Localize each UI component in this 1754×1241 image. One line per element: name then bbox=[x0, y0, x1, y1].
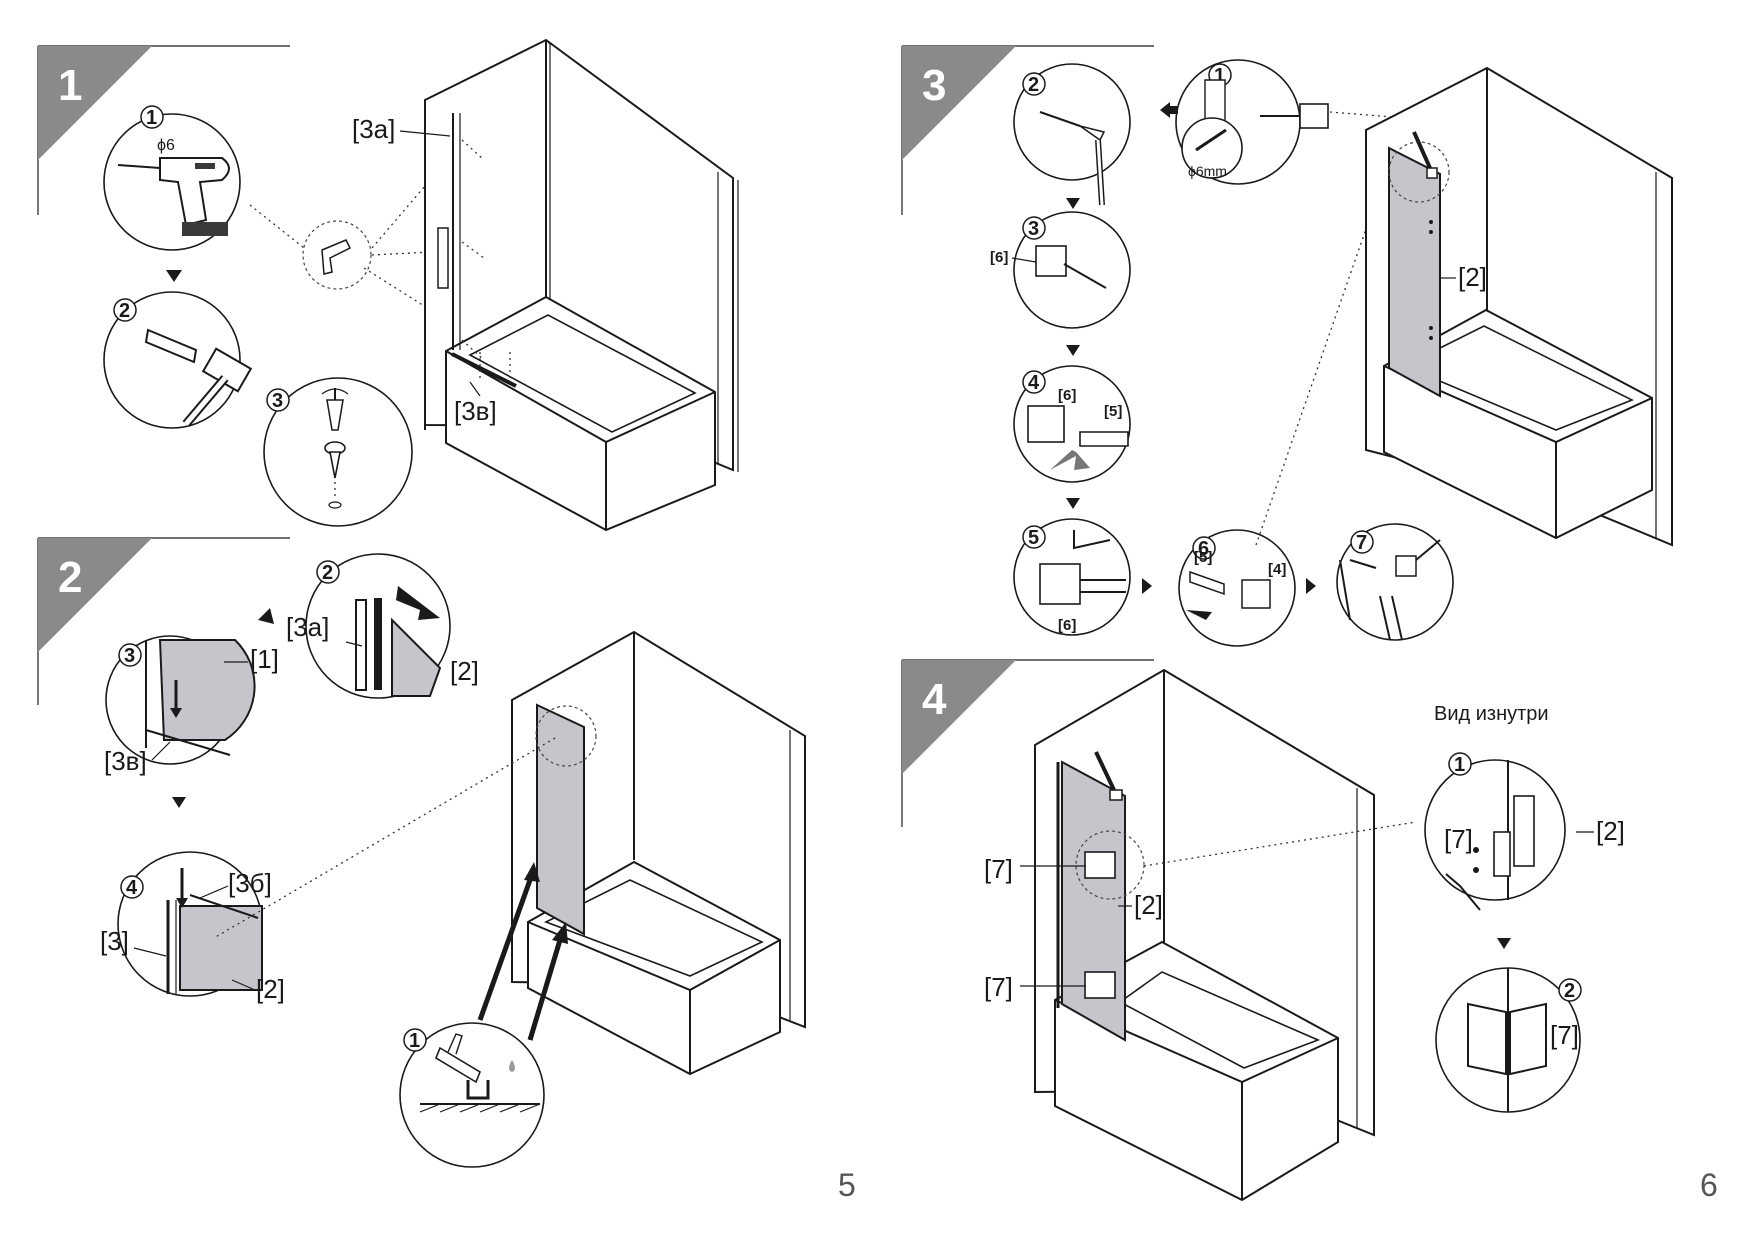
label-3a-step2: [3a] bbox=[286, 612, 329, 642]
substep-3-number-b: 3 bbox=[124, 645, 135, 667]
step-2-badge bbox=[38, 538, 152, 652]
substep-3-number: 3 bbox=[272, 390, 283, 412]
substep-5-number: 5 bbox=[1028, 527, 1039, 549]
label-2-step4: [2] bbox=[1134, 890, 1163, 920]
label-1-step2: [1] bbox=[250, 644, 279, 674]
hinge-lower bbox=[1084, 971, 1116, 999]
label-3a-step1: [3a] bbox=[352, 114, 395, 144]
arrow-down-icon-2 bbox=[172, 797, 186, 808]
label-6-step3c: [6] bbox=[1058, 617, 1076, 634]
substep-1-number-d: 1 bbox=[1454, 754, 1465, 776]
label-2-inside: [2] bbox=[1596, 816, 1625, 846]
label-3-step2: [3] bbox=[100, 926, 129, 956]
hinge-upper bbox=[1084, 851, 1116, 879]
bathroom-scene-1 bbox=[424, 38, 739, 532]
silicone-gun-icon bbox=[435, 1033, 481, 1084]
page-number-left: 5 bbox=[838, 1167, 856, 1203]
step-3-badge bbox=[902, 46, 1016, 160]
step-4-number: 4 bbox=[922, 675, 947, 724]
step-2-panel: 2 2 [3a] [2] 3 [1] [3в] 4 bbox=[37, 537, 856, 1203]
glass-panel-2 bbox=[536, 703, 585, 936]
substep-4-number-c: 4 bbox=[1028, 372, 1040, 394]
label-4-step3: [4] bbox=[1268, 561, 1286, 578]
holder-screw-circle bbox=[1013, 211, 1131, 329]
hammer-icon-2 bbox=[1079, 125, 1106, 142]
bathroom-scene-3 bbox=[1365, 66, 1673, 547]
glass-panel-4 bbox=[1061, 760, 1126, 1042]
page-number-right: 6 bbox=[1700, 1167, 1718, 1203]
step-4-panel: 4 [7] [7] [2] Вид изнутри bbox=[901, 659, 1718, 1203]
substep-2-number: 2 bbox=[119, 300, 130, 322]
label-3v-step1: [3в] bbox=[454, 396, 497, 426]
substep-6-number: 6 bbox=[1198, 538, 1209, 560]
inside-view-caption: Вид изнутри bbox=[1434, 703, 1549, 725]
glass-panel-3 bbox=[1388, 146, 1441, 398]
step-3-number: 3 bbox=[922, 61, 946, 110]
step-3-panel: 3 1 ϕ6mm 2 3 [6] 4 bbox=[901, 45, 1673, 647]
bathroom-scene-2 bbox=[511, 630, 806, 1076]
label-3b-step2: [3б] bbox=[228, 868, 272, 898]
small-drill-icon bbox=[321, 239, 352, 275]
hex-key-icon bbox=[1073, 530, 1111, 550]
label-7-step4-top: [7] bbox=[984, 854, 1013, 884]
screwdriver-icon bbox=[321, 388, 349, 431]
arrow-left-icon bbox=[1160, 102, 1170, 118]
substep-1-number-c: 1 bbox=[1214, 65, 1225, 87]
substep-3-number-c: 3 bbox=[1028, 218, 1039, 240]
substep-1-number: 1 bbox=[146, 107, 157, 129]
water-drop-icon bbox=[509, 1060, 515, 1072]
arrow-insert-icon bbox=[386, 586, 440, 620]
arrow-down-icon bbox=[166, 270, 182, 282]
drill-icon bbox=[117, 157, 230, 236]
label-6-step3b: [6] bbox=[1058, 387, 1076, 404]
label-5-step3b: [5] bbox=[1194, 549, 1212, 566]
substep-7-number: 7 bbox=[1356, 532, 1367, 554]
substep-2-number-b: 2 bbox=[322, 562, 333, 584]
screw-icon bbox=[324, 441, 346, 509]
label-6-step3a: [6] bbox=[990, 249, 1008, 266]
drill-bit-circle bbox=[1181, 117, 1243, 179]
step-2-number: 2 bbox=[58, 553, 82, 602]
silicone-detail-circle bbox=[399, 1022, 545, 1168]
substep-1-number-b: 1 bbox=[409, 1030, 420, 1052]
label-2-step2-seal: [2] bbox=[256, 974, 285, 1004]
drill-bit-6mm: ϕ6mm bbox=[1188, 163, 1227, 179]
step-4-badge bbox=[902, 660, 1016, 774]
label-2-step2-circle: [2] bbox=[450, 656, 479, 686]
label-5-step3a: [5] bbox=[1104, 403, 1122, 420]
drill-bit-size: ϕ6 bbox=[157, 137, 175, 154]
label-2-step3: [2] bbox=[1458, 262, 1487, 292]
bar-insert-circle bbox=[1013, 365, 1131, 483]
substep-2-number-d: 2 bbox=[1564, 980, 1575, 1002]
substep-4-number: 4 bbox=[126, 877, 138, 899]
label-7-step4-bottom: [7] bbox=[984, 972, 1013, 1002]
label-7-inside: [7] bbox=[1444, 824, 1473, 854]
step-1-number: 1 bbox=[58, 61, 82, 110]
label-3v-step2: [3в] bbox=[104, 746, 147, 776]
arrow-diagonal-icon bbox=[258, 608, 274, 624]
step-1-panel: 1 1 ϕ6 2 3 bbox=[37, 38, 739, 532]
hammer-icon bbox=[144, 328, 253, 427]
label-7-cover: [7] bbox=[1550, 1020, 1579, 1050]
step-1-badge bbox=[38, 46, 152, 160]
bathroom-scene-4 bbox=[1034, 668, 1375, 1202]
hex-key-icon-2 bbox=[1445, 873, 1481, 911]
substep-2-number-c: 2 bbox=[1028, 74, 1039, 96]
